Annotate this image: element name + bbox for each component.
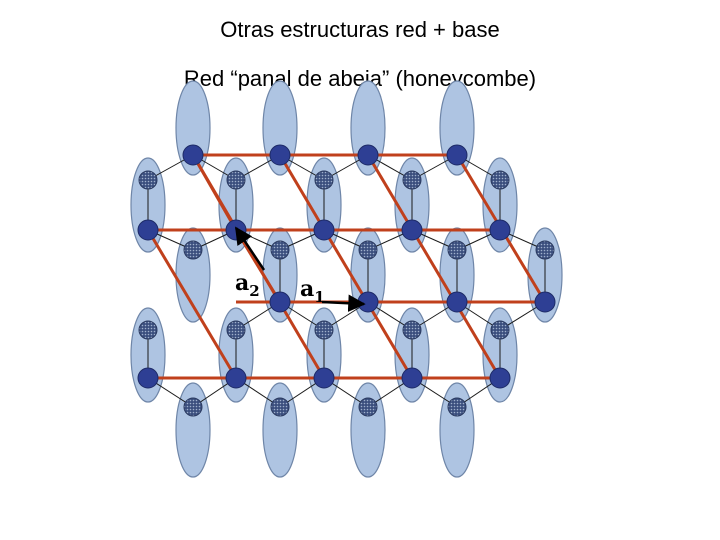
atom-dotted [138, 320, 158, 340]
lattice-line-diagonal [146, 229, 238, 379]
orbital-lobe [262, 382, 298, 478]
atom-dotted [402, 320, 422, 340]
atom-dotted [183, 397, 203, 417]
atom-dotted [138, 170, 158, 190]
atom-dotted [447, 397, 467, 417]
atom-dotted [226, 320, 246, 340]
lattice-line-diagonal [278, 154, 414, 379]
orbital-layer [130, 80, 563, 478]
atom-dotted [535, 240, 555, 260]
atom-dotted [490, 320, 510, 340]
orbital-lobe [350, 382, 386, 478]
atom-solid [313, 367, 335, 389]
atom-solid [137, 367, 159, 389]
vector-layer: a2 a1 [234, 226, 366, 312]
atom-solid [313, 219, 335, 241]
atom-solid [401, 219, 423, 241]
atom-solid [401, 367, 423, 389]
atom-solid [489, 367, 511, 389]
atom-solid [225, 367, 247, 389]
atom-dotted [358, 240, 378, 260]
atom-solid [534, 291, 556, 313]
atom-solid [182, 144, 204, 166]
atom-solid [137, 219, 159, 241]
atom-dotted [314, 170, 334, 190]
atom-solid [489, 219, 511, 241]
atom-solid [446, 291, 468, 313]
orbital-lobe [175, 382, 211, 478]
atom-dotted [447, 240, 467, 260]
atom-dotted [270, 397, 290, 417]
vector-a1-arrow [321, 294, 366, 312]
atom-solid [269, 291, 291, 313]
slide-title: Otras estructuras red + base [220, 17, 500, 42]
atom-dotted [402, 170, 422, 190]
atom-dotted [270, 240, 290, 260]
atom-solid [357, 144, 379, 166]
vector-a2-label: a2 [235, 270, 260, 300]
atom-dotted [358, 397, 378, 417]
vector-a1-label: a1 [300, 276, 325, 306]
atom-dotted [183, 240, 203, 260]
lattice-line-diagonal [366, 154, 502, 379]
atom-solid [357, 291, 379, 313]
atom-solid [269, 144, 291, 166]
orbital-lobe [439, 382, 475, 478]
atom-dotted [314, 320, 334, 340]
atom-dotted [490, 170, 510, 190]
lattice-line-diagonal [191, 154, 238, 231]
atom-dotted [226, 170, 246, 190]
vector-a2-arrow [234, 226, 266, 271]
atom-solid [446, 144, 468, 166]
